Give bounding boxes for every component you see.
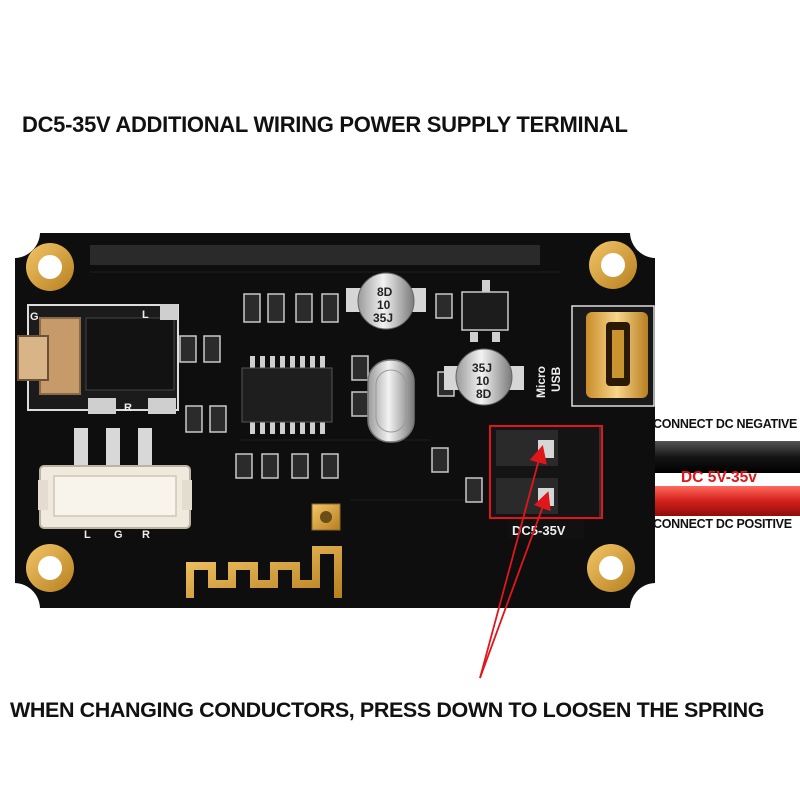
terminal-label-plate bbox=[508, 519, 584, 539]
bluetooth-antenna bbox=[186, 503, 342, 598]
capacitor-1 bbox=[346, 272, 426, 330]
power-terminal-block bbox=[489, 425, 601, 519]
terminal-highlight-box bbox=[489, 425, 603, 519]
arrow-to-positive-clip bbox=[479, 491, 551, 679]
amplifier-chip bbox=[241, 356, 333, 434]
capacitor-1-line-2: 10 bbox=[377, 298, 391, 312]
voltage-regulator bbox=[461, 280, 509, 342]
jack-pin-r-label: R bbox=[124, 402, 132, 414]
positive-spring-clip[interactable] bbox=[538, 488, 554, 506]
mounting-hole-top-left bbox=[26, 243, 74, 291]
header-caption: DC5-35V ADDITIONAL WIRING POWER SUPPLY T… bbox=[22, 112, 628, 137]
audio-jack bbox=[17, 304, 179, 414]
mounting-hole-bottom-right bbox=[587, 544, 635, 592]
terminal-label: DC5-35V bbox=[512, 523, 566, 538]
capacitor-1-line-3: 35J bbox=[373, 311, 393, 325]
mounting-hole-top-right bbox=[589, 241, 637, 289]
usb-label-micro: Micro bbox=[534, 366, 548, 398]
connector-pin-l-label: L bbox=[84, 529, 91, 541]
capacitor-2-line-3: 8D bbox=[476, 387, 492, 401]
board-dot-pattern bbox=[90, 245, 540, 265]
mounting-hole-bottom-left bbox=[26, 544, 74, 592]
capacitor-2-line-1: 35J bbox=[472, 361, 492, 375]
speaker-connector bbox=[38, 428, 192, 529]
capacitor-1-line-1: 8D bbox=[377, 285, 393, 299]
capacitor-2 bbox=[444, 348, 524, 406]
callout-dc-negative: CONNECT DC NEGATIVE bbox=[653, 417, 798, 431]
callout-dc-voltage: DC 5V-35v bbox=[681, 469, 757, 486]
arrow-to-negative-clip bbox=[479, 445, 547, 679]
capacitor-2-line-2: 10 bbox=[476, 374, 490, 388]
connector-pin-g-label: G bbox=[114, 529, 123, 541]
jack-pin-g-label: G bbox=[30, 311, 39, 323]
usb-label-usb: USB bbox=[549, 366, 563, 392]
callout-dc-positive: CONNECT DC POSITIVE bbox=[653, 517, 792, 531]
footer-caption: WHEN CHANGING CONDUCTORS, PRESS DOWN TO … bbox=[10, 698, 765, 722]
smd-components bbox=[179, 293, 483, 503]
jack-pin-l-label: L bbox=[142, 309, 149, 321]
connector-pin-r-label: R bbox=[142, 529, 150, 541]
crystal-oscillator bbox=[367, 359, 415, 443]
micro-usb-port bbox=[571, 305, 655, 407]
